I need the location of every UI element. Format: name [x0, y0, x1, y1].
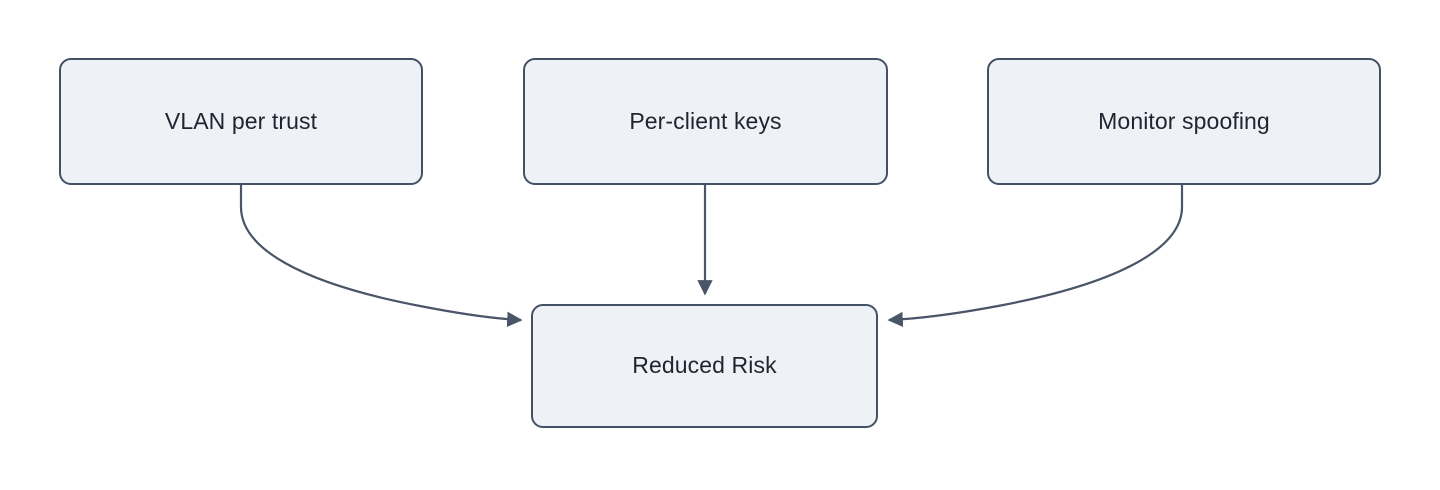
node-reduced-risk[interactable]: Reduced Risk [531, 304, 878, 428]
edge-vlan-per-trust-to-reduced-risk [239, 185, 523, 328]
node-monitor-spoofing[interactable]: Monitor spoofing [987, 58, 1381, 185]
node-label: Monitor spoofing [1098, 107, 1270, 134]
node-label: Per-client keys [629, 107, 782, 134]
node-per-client-keys[interactable]: Per-client keys [523, 58, 888, 185]
edge-monitor-spoofing-to-reduced-risk [887, 185, 1184, 328]
node-label: Reduced Risk [632, 352, 777, 379]
node-vlan-per-trust[interactable]: VLAN per trust [59, 58, 423, 185]
node-label: VLAN per trust [164, 107, 318, 134]
